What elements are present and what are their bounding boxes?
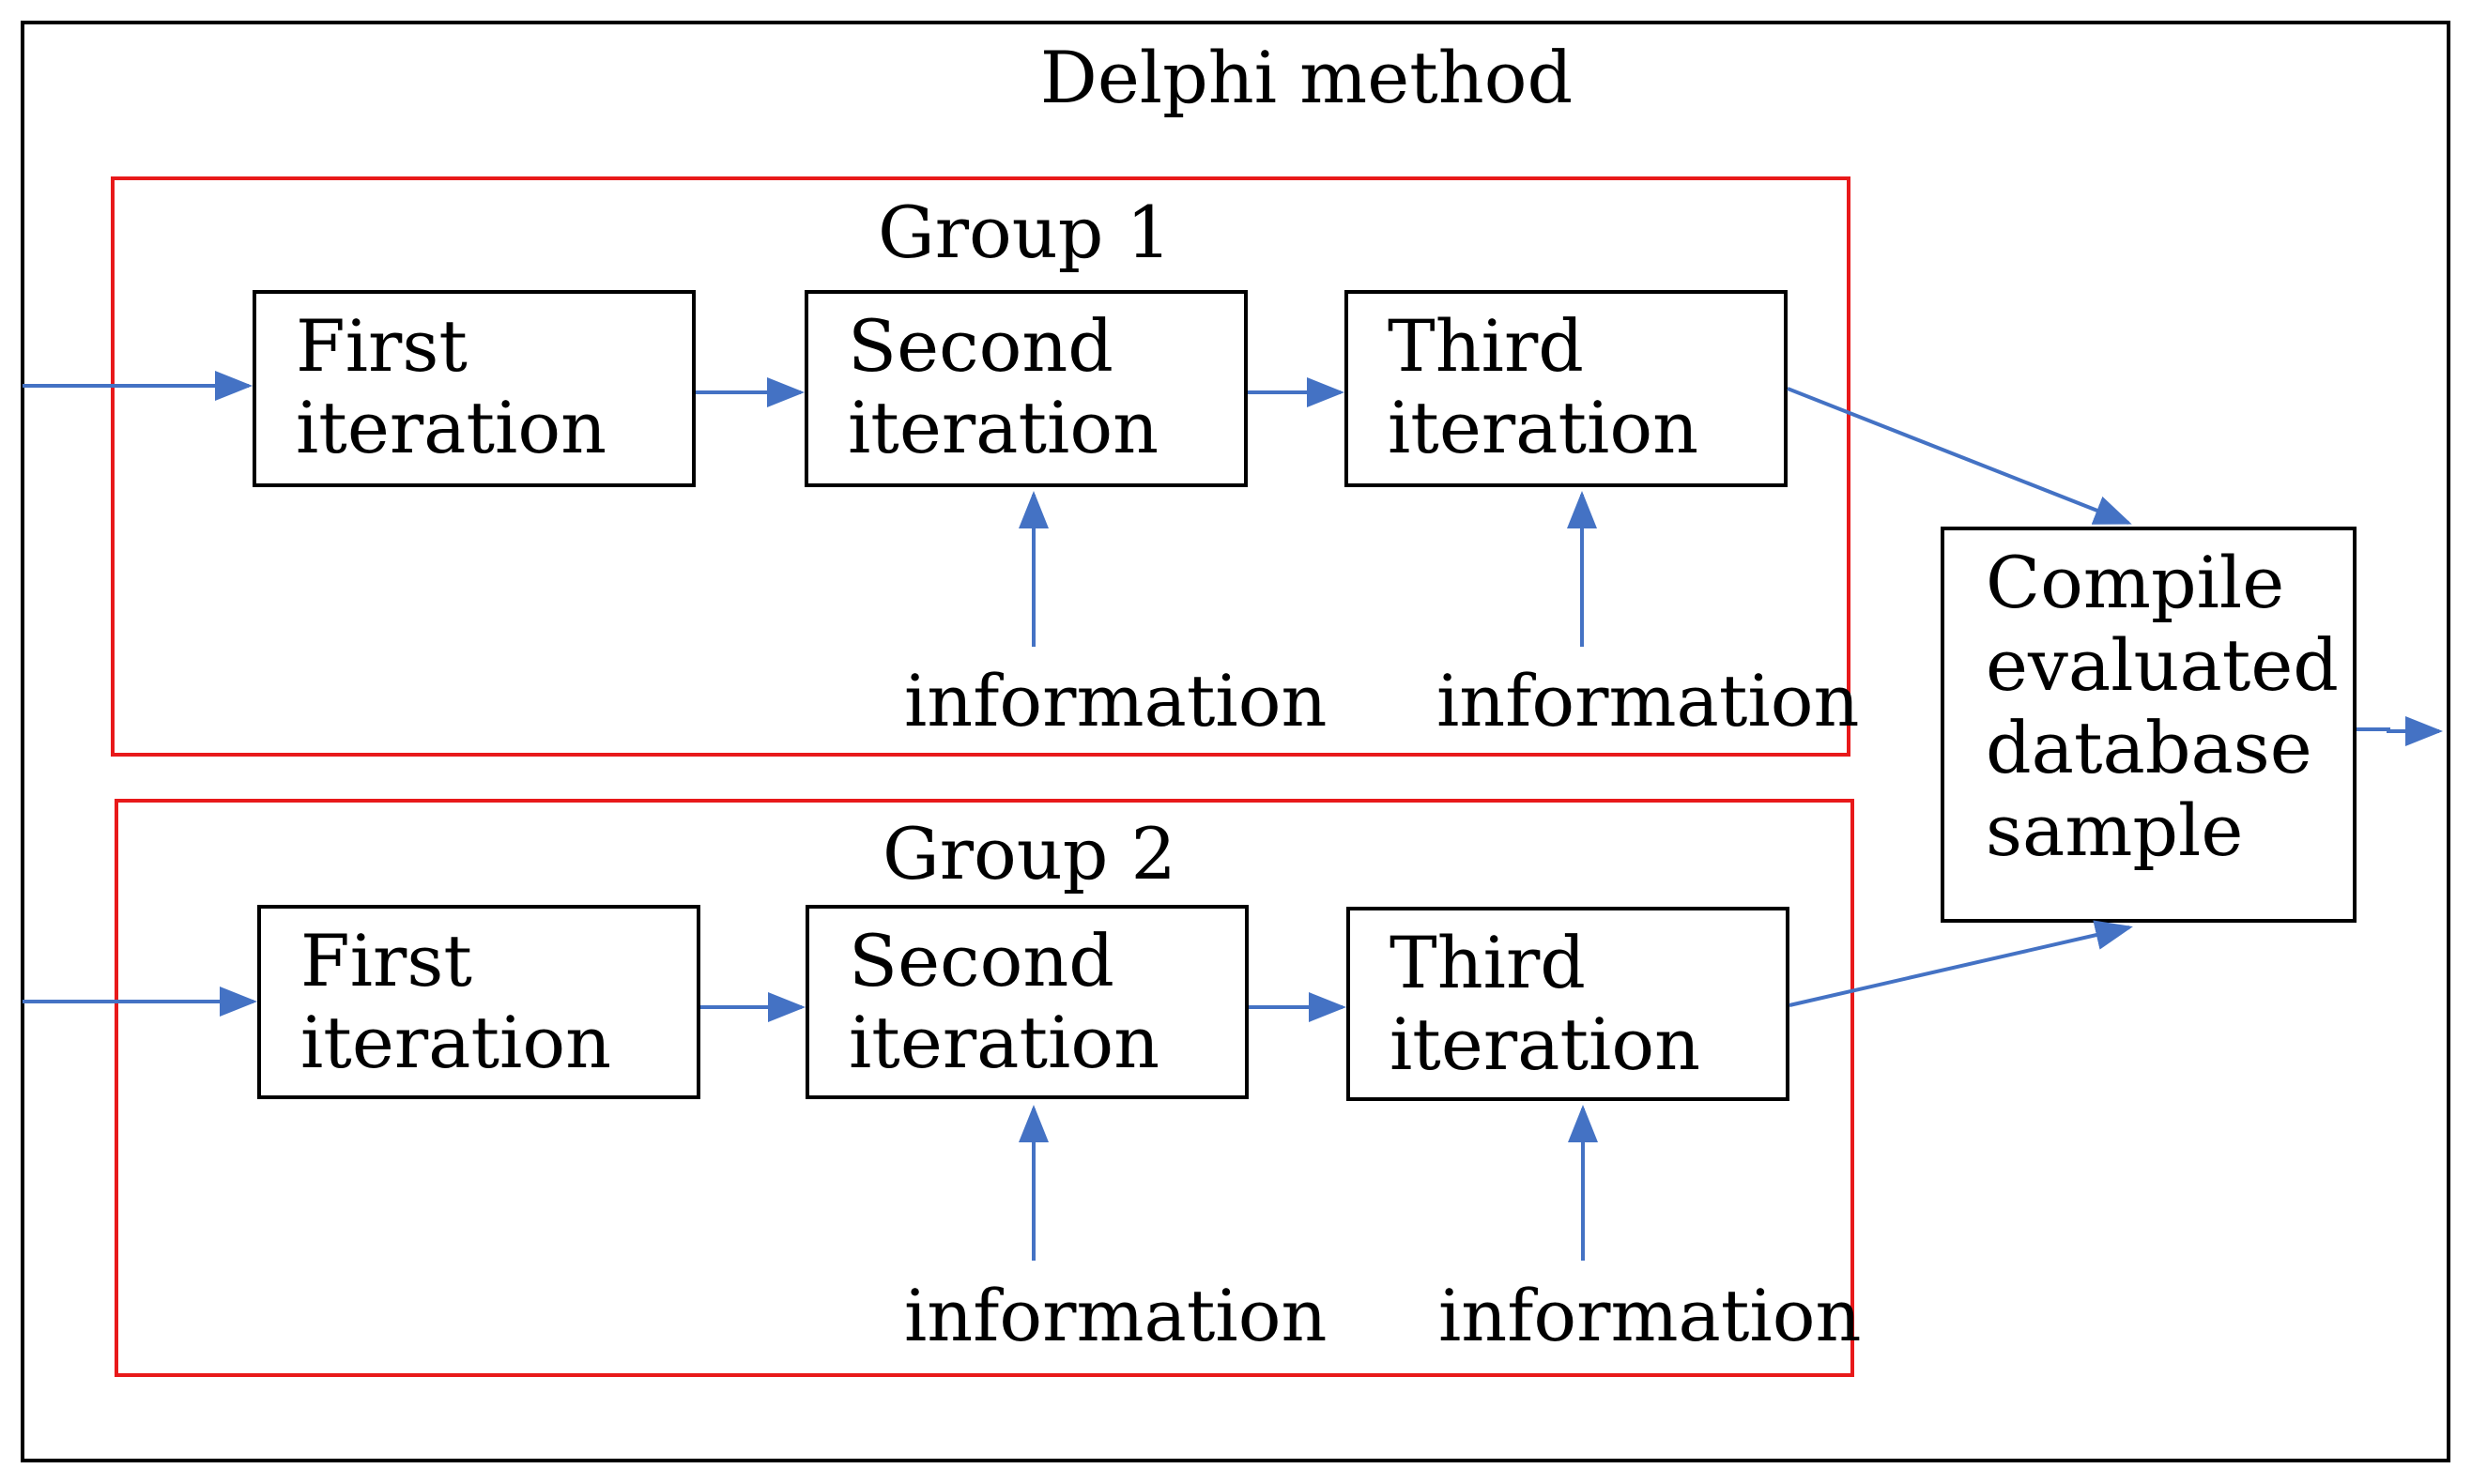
group-1-second-iteration-label: Second iteration bbox=[848, 304, 1159, 469]
group-2-third-information-label: information bbox=[1438, 1274, 1862, 1357]
group-2-to-compile-arrow bbox=[1789, 920, 2133, 1007]
outer-frame bbox=[21, 21, 2450, 1462]
compile-evaluated-database-sample-box: Compile evaluated database sample bbox=[1941, 527, 2357, 923]
group-2-third-iteration-box: Third iteration bbox=[1346, 907, 1789, 1101]
group-1-frame bbox=[111, 176, 1850, 757]
group-1-third-information-label: information bbox=[1436, 659, 1860, 742]
group-1-first-iteration-box: First iteration bbox=[253, 290, 696, 487]
group-2-second-information-label: information bbox=[904, 1274, 1328, 1357]
group-2-first-iteration-label: First iteration bbox=[300, 919, 612, 1084]
group-1-second-information-label: information bbox=[904, 659, 1328, 742]
diagram-title: Delphi method bbox=[1039, 36, 1574, 119]
compile-evaluated-database-sample-label: Compile evaluated database sample bbox=[1986, 541, 2339, 872]
group-1-to-compile-arrow bbox=[1787, 387, 2132, 525]
group-1-label: Group 1 bbox=[878, 191, 1172, 274]
group-2-frame bbox=[115, 799, 1854, 1377]
compile-output-arrow bbox=[2357, 716, 2443, 746]
group-1-third-iteration-label: Third iteration bbox=[1388, 304, 1699, 469]
group-2-third-iteration-label: Third iteration bbox=[1390, 921, 1701, 1086]
group-2-second-iteration-box: Second iteration bbox=[806, 905, 1249, 1099]
group-2-second-iteration-label: Second iteration bbox=[849, 919, 1160, 1084]
group-2-label: Group 2 bbox=[883, 812, 1176, 895]
group-1-first-iteration-label: First iteration bbox=[296, 304, 607, 469]
group-1-third-iteration-box: Third iteration bbox=[1344, 290, 1788, 487]
group-2-first-iteration-box: First iteration bbox=[257, 905, 700, 1099]
group-1-second-iteration-box: Second iteration bbox=[805, 290, 1248, 487]
